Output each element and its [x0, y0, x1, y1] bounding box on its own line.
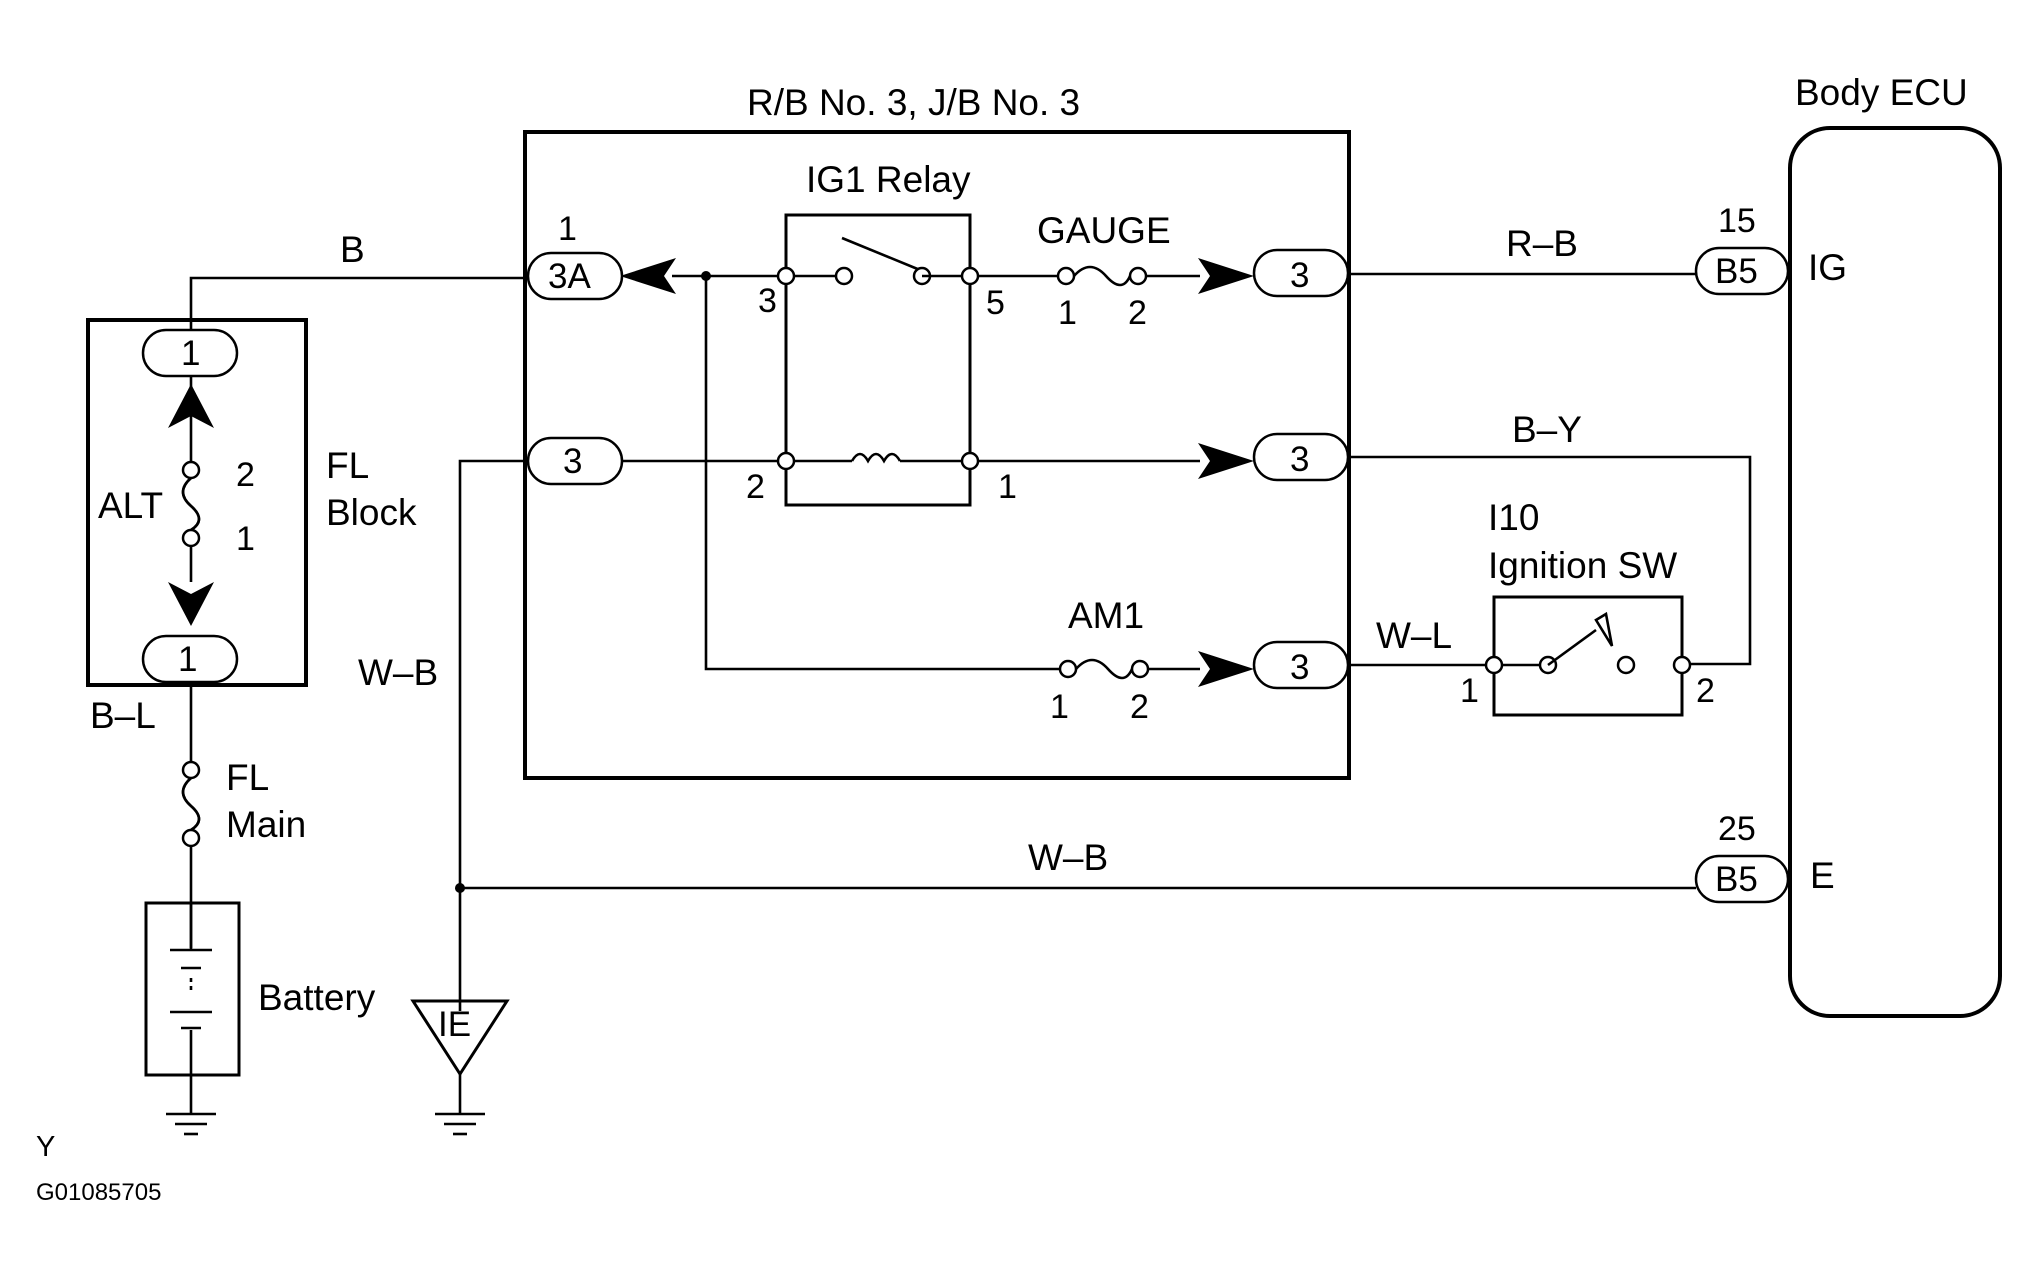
ground-point-ie-triangle — [410, 999, 510, 1077]
connector-3-fl: 3 — [563, 442, 582, 481]
relay-pin-5: 5 — [986, 284, 1005, 322]
fl-main-label-line2: Main — [226, 804, 306, 845]
body-ecu-box — [1788, 126, 2002, 1018]
wire-color-rb: R–B — [1506, 223, 1578, 264]
connector-3-by: 3 — [1290, 440, 1309, 479]
ig1-relay-contacts — [776, 236, 980, 286]
relay-pin-3: 3 — [758, 282, 777, 320]
battery-label: Battery — [258, 977, 376, 1018]
arrow-3a — [620, 258, 676, 294]
wire-color-by: B–Y — [1512, 409, 1582, 450]
alt-pin-1: 1 — [236, 520, 255, 558]
alt-fuse-label: ALT — [98, 485, 163, 526]
switch-pin-2: 2 — [1696, 672, 1715, 710]
connector-fl-bottom: 1 — [178, 640, 197, 679]
am1-pin-1: 1 — [1050, 688, 1069, 726]
ground-point-label: IE — [438, 1005, 471, 1044]
gauge-pin-1: 1 — [1058, 294, 1077, 332]
fl-block-label-line2: Block — [326, 492, 417, 533]
arrow-by-3 — [1198, 443, 1254, 479]
ignition-sw-label-line1: I10 — [1488, 497, 1539, 538]
wire-color-bl: B–L — [90, 695, 156, 736]
relay-pin-2: 2 — [746, 468, 765, 506]
junction-dot-ground — [455, 883, 465, 893]
wire-color-b: B — [340, 229, 365, 270]
arrow-fl-top — [168, 384, 214, 428]
wire-color-wb-bottom: W–B — [1028, 837, 1108, 878]
body-ecu-title: Body ECU — [1795, 72, 1968, 113]
arrow-gauge-3 — [1198, 258, 1254, 294]
wire-by — [1348, 455, 1752, 666]
figure-id: G01085705 — [36, 1179, 161, 1206]
junction-dot-relay — [701, 271, 711, 281]
switch-pin-1: 1 — [1460, 672, 1479, 710]
footer-code: Y — [36, 1131, 55, 1163]
wire-wb-left — [458, 459, 528, 1011]
ecu-terminal-ig: IG — [1808, 247, 1847, 288]
connector-3-am1: 3 — [1290, 648, 1309, 687]
ig1-relay-box — [784, 213, 972, 507]
connector-b5-bottom: B5 — [1715, 860, 1758, 899]
am1-fuse-icon — [1058, 658, 1150, 680]
fl-main-fuse-icon — [181, 760, 201, 848]
arrow-am1-3 — [1198, 651, 1254, 687]
ignition-switch-icon — [1484, 611, 1692, 675]
fl-block-box — [86, 318, 308, 687]
connector-b5-bottom-pin: 25 — [1718, 810, 1756, 848]
alt-pin-2: 2 — [236, 456, 255, 494]
fl-main-label-line1: FL — [226, 757, 269, 798]
connector-arrows — [168, 258, 1254, 687]
alt-fuse-icon — [181, 460, 201, 548]
wire-junction-am1 — [704, 276, 1068, 671]
ignition-sw-label-line2: Ignition SW — [1488, 545, 1677, 586]
connector-3-gauge: 3 — [1290, 256, 1309, 295]
ecu-terminal-e: E — [1810, 855, 1835, 896]
am1-pin-2: 2 — [1130, 688, 1149, 726]
ground-symbol-ie — [435, 1112, 485, 1136]
battery-icon — [170, 903, 212, 1075]
arrow-fl-bottom — [168, 582, 214, 626]
connector-3a-pin: 1 — [558, 210, 577, 248]
gauge-pin-2: 2 — [1128, 294, 1147, 332]
wire-color-wl: W–L — [1376, 615, 1452, 656]
connector-3a: 3A — [548, 257, 591, 296]
relay-pin-1: 1 — [998, 468, 1017, 506]
junction-block-title: R/B No. 3, J/B No. 3 — [747, 82, 1080, 123]
connector-b5-top-pin: 15 — [1718, 202, 1756, 240]
battery-box — [144, 901, 241, 1077]
ignition-sw-box — [1492, 595, 1684, 717]
gauge-fuse-label: GAUGE — [1037, 210, 1171, 251]
connector-pills — [141, 246, 1790, 904]
ig1-relay-coil — [776, 451, 980, 471]
ig1-relay-label: IG1 Relay — [806, 159, 971, 200]
gauge-fuse-icon — [1056, 265, 1148, 287]
connector-fl-top: 1 — [181, 334, 200, 373]
fl-block-label-line1: FL — [326, 445, 369, 486]
am1-fuse-label: AM1 — [1068, 595, 1144, 636]
wire-b — [189, 276, 528, 330]
wires — [189, 272, 1752, 1114]
connector-b5-top: B5 — [1715, 252, 1758, 291]
wire-color-wb-left: W–B — [358, 652, 438, 693]
ground-symbol-battery — [166, 1112, 216, 1136]
